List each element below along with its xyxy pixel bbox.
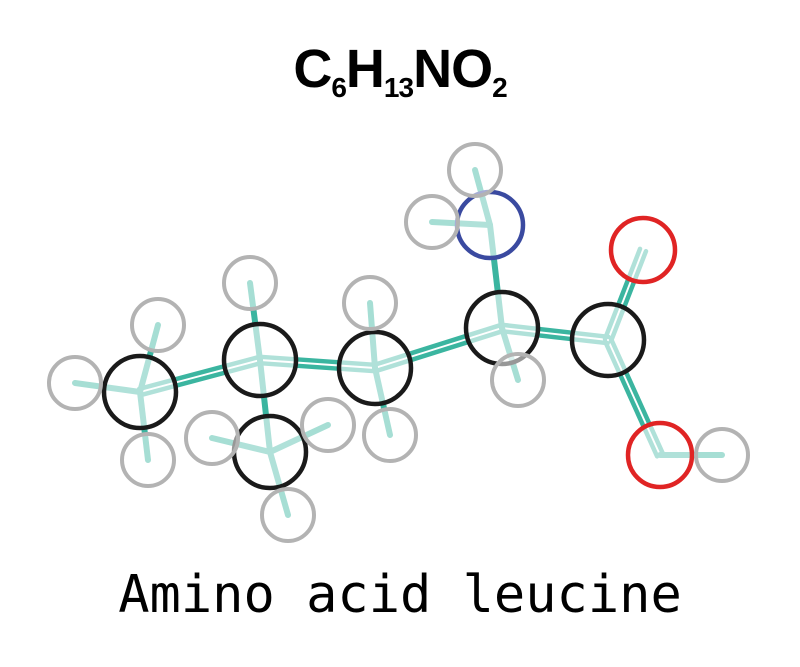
formula-count-h: 13 — [383, 72, 414, 103]
atoms-layer — [47, 142, 750, 543]
hydrogen-atom-h4 — [222, 255, 278, 311]
formula-count-o: 2 — [492, 72, 508, 103]
carbon-atom-c3 — [231, 413, 309, 491]
hydrogen-atom-h1 — [47, 355, 103, 411]
carbon-atom-c2 — [221, 321, 299, 399]
formula-symbol-c: C — [293, 39, 332, 99]
hydrogen-atom-h6 — [300, 397, 356, 453]
oxygen-atom-o2 — [625, 420, 695, 490]
molecular-formula: C6H13NO2 — [0, 38, 800, 103]
formula-symbol-h: H — [345, 39, 385, 99]
hydrogen-atom-h13 — [694, 427, 750, 483]
hydrogen-atom-h11 — [447, 142, 503, 198]
hydrogen-atom-h12 — [404, 194, 460, 250]
hydrogen-atom-h5 — [184, 410, 240, 466]
hydrogen-atom-h2 — [130, 297, 186, 353]
carbon-atom-c6 — [569, 301, 647, 379]
formula-count-c: 6 — [331, 72, 347, 103]
oxygen-atom-o1 — [608, 215, 678, 285]
nitrogen-atom-n1 — [454, 189, 526, 261]
hydrogen-atom-h7 — [260, 487, 316, 543]
carbon-atom-c5 — [463, 289, 541, 367]
hydrogen-atom-h9 — [362, 407, 418, 463]
molecule-caption: Amino acid leucine — [118, 565, 682, 625]
carbon-atom-c4 — [336, 329, 414, 407]
hydrogen-atom-h10 — [490, 352, 546, 408]
hydrogen-atom-h3 — [120, 432, 176, 488]
carbon-atom-c1 — [101, 353, 179, 431]
formula-symbol-n: N — [413, 39, 452, 99]
hydrogen-atom-h8 — [342, 275, 398, 331]
formula-symbol-o: O — [451, 39, 493, 99]
